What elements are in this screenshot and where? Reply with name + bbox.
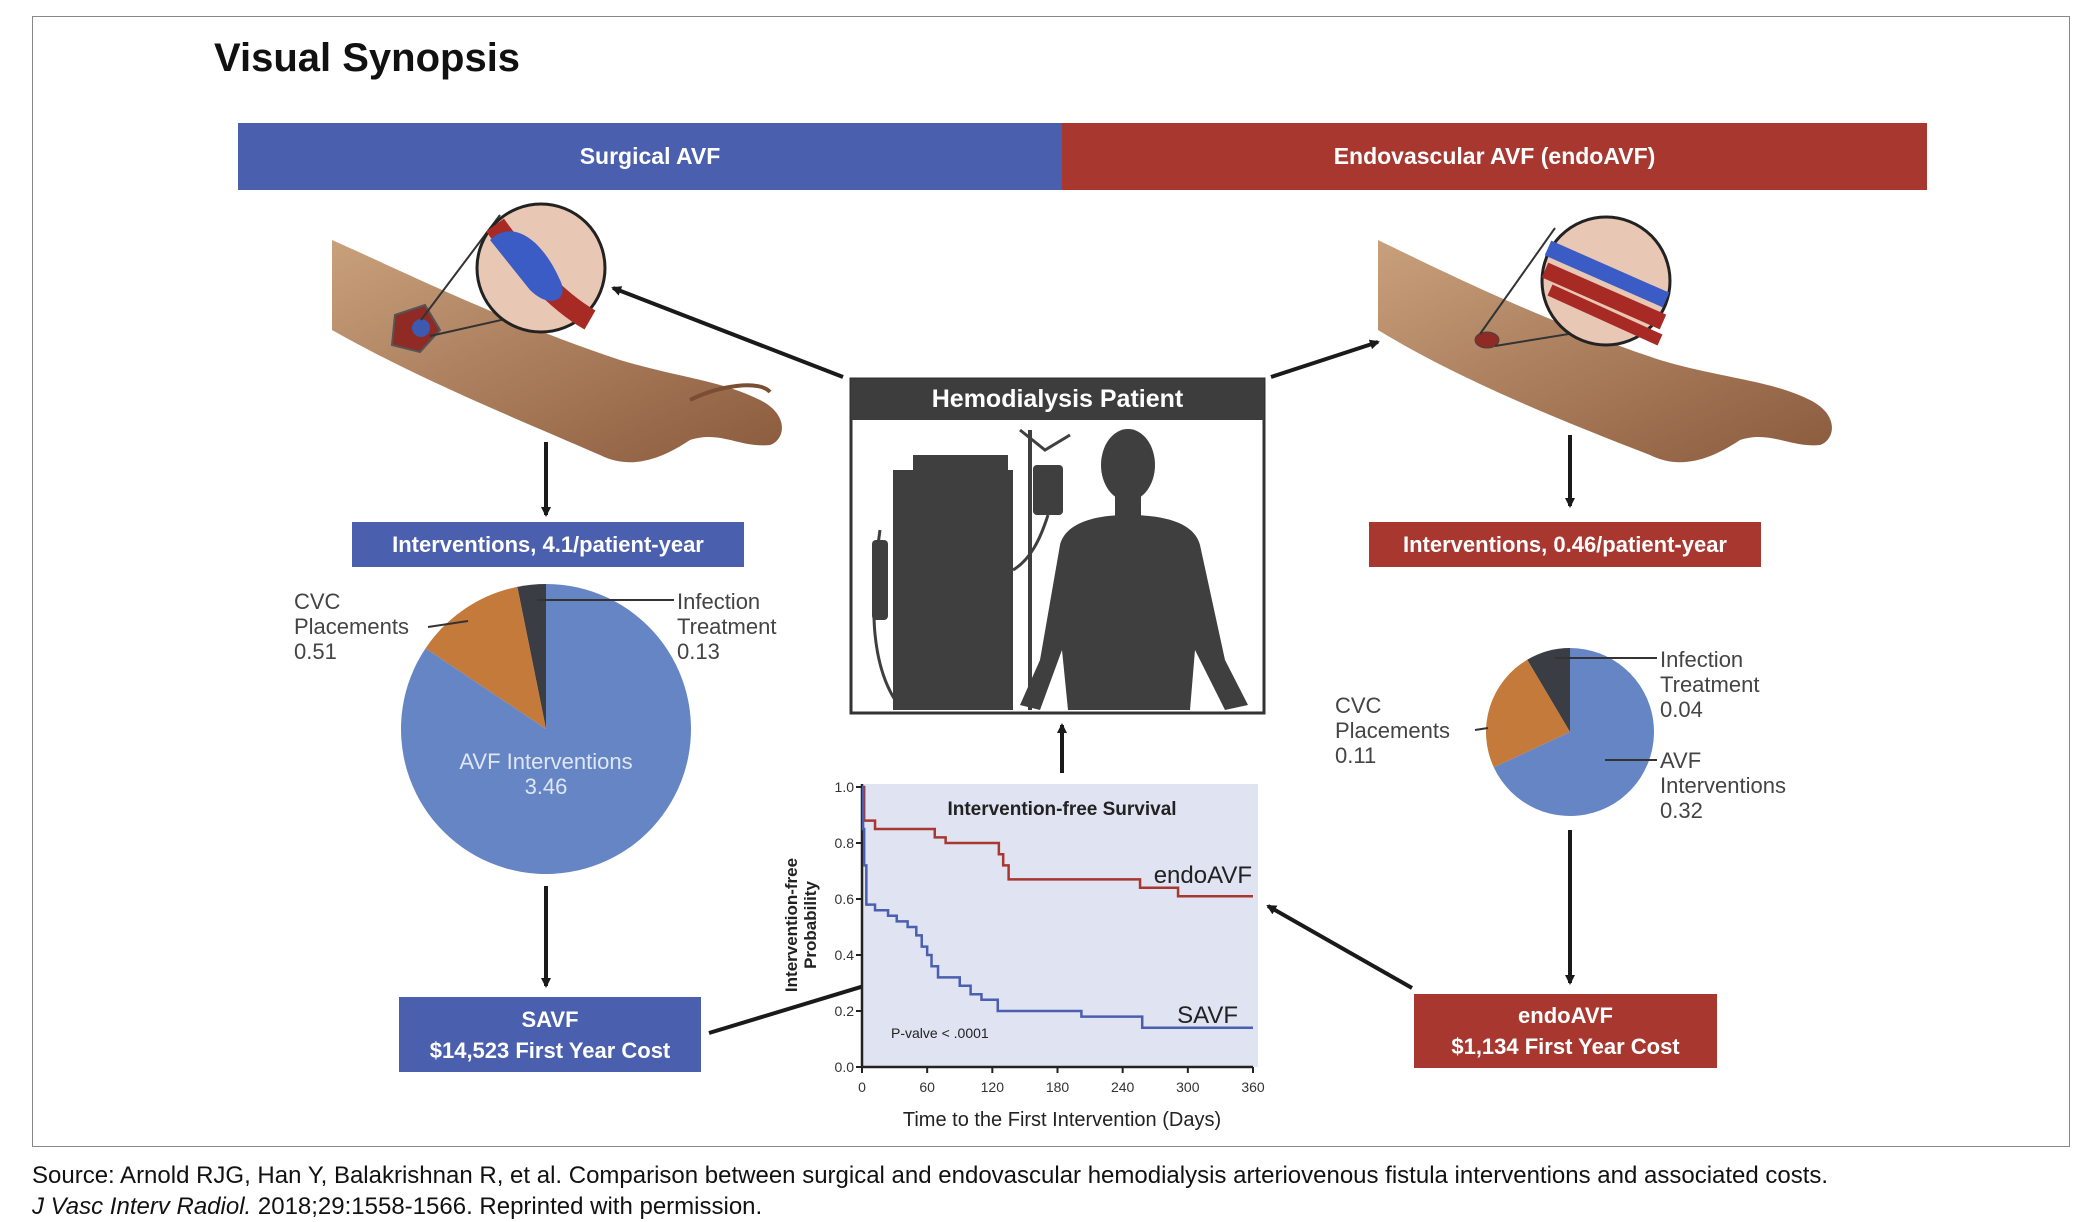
x-tick-label: 180 xyxy=(1046,1079,1070,1095)
surgical-interventions-rate: Interventions, 4.1/patient-year xyxy=(352,522,744,567)
series-label-savf: SAVF xyxy=(1177,1002,1238,1029)
savf-cost-box: SAVF $14,523 First Year Cost xyxy=(399,997,701,1072)
pie-slice-avf xyxy=(401,583,691,874)
citation-details: 2018;29:1558-1566. Reprinted with permis… xyxy=(251,1193,763,1220)
hemodialysis-patient-title: Hemodialysis Patient xyxy=(931,385,1184,413)
y-axis-label-line1: Intervention-free xyxy=(782,858,801,992)
x-tick-label: 360 xyxy=(1241,1079,1265,1095)
chart-plot-area xyxy=(862,784,1258,1067)
pie-chart-surgical xyxy=(401,583,691,874)
page-title: Visual Synopsis xyxy=(214,36,521,80)
endo-cost-box: endoAVF $1,134 First Year Cost xyxy=(1414,994,1717,1068)
pie-leader-line xyxy=(1474,727,1489,731)
arrow-to-endo-arm xyxy=(1270,339,1380,379)
pie-slice-avf xyxy=(1493,648,1654,817)
survival-chart: 0 60 120 180 240 300 360 0.0 0.2 0.4 0.6 0.8 1.0Inte… xyxy=(782,779,1265,1131)
patient-silhouette-icon xyxy=(1020,429,1248,710)
dialysis-machine-icon xyxy=(872,428,1071,710)
journal-name: J Vasc Interv Radiol. xyxy=(32,1193,252,1220)
y-tick-label: 0.0 xyxy=(835,1059,855,1075)
x-tick-label: 300 xyxy=(1176,1079,1200,1095)
figure-frame xyxy=(32,16,2070,1147)
arrow-to-surgical-arm xyxy=(611,286,844,379)
y-tick-label: 0.6 xyxy=(835,891,855,907)
header-surgical-avf: Surgical AVF xyxy=(238,123,1062,190)
x-tick-label: 240 xyxy=(1111,1079,1135,1095)
savf-cost-title: SAVF xyxy=(521,1006,579,1032)
series-line-endoavf xyxy=(862,785,1253,898)
surgical-avf-arm-illustration xyxy=(332,202,782,463)
flow-arrows xyxy=(541,286,1575,1035)
source-citation: Source: Arnold RJG, Han Y, Balakrishnan … xyxy=(32,1160,1828,1222)
endo-cost-value: $1,134 First Year Cost xyxy=(1451,1034,1680,1059)
series-line-savf xyxy=(861,785,1253,1030)
pie-slice-infection xyxy=(517,584,546,729)
p-value-annotation: P-valve < .0001 xyxy=(891,1025,989,1041)
x-axis-label: Time to the First Intervention (Days) xyxy=(903,1109,1221,1131)
savf-cost-value: $14,523 First Year Cost xyxy=(429,1037,671,1063)
y-tick-label: 0.2 xyxy=(835,1003,855,1019)
series-label-endoavf: endoAVF xyxy=(1154,862,1252,889)
endo-cost-title: endoAVF xyxy=(1518,1003,1613,1028)
arrow-endo-to-chart xyxy=(1266,904,1413,990)
hemodialysis-patient-panel xyxy=(849,377,1266,715)
pie-slice-cvc xyxy=(1486,659,1570,768)
y-tick-label: 1.0 xyxy=(835,779,855,795)
x-tick-label: 120 xyxy=(981,1079,1005,1095)
source-line: Source: Arnold RJG, Han Y, Balakrishnan … xyxy=(32,1162,1829,1189)
pie-slice-infection xyxy=(1527,648,1570,732)
x-tick-label: 0 xyxy=(858,1079,866,1095)
endo-avf-arm-illustration xyxy=(1378,215,1832,463)
pie-leader-line xyxy=(427,620,469,628)
endo-interventions-rate: Interventions, 0.46/patient-year xyxy=(1369,522,1761,567)
y-tick-label: 0.4 xyxy=(835,947,855,963)
pie-chart-endo xyxy=(1474,648,1657,817)
x-tick-label: 60 xyxy=(919,1079,935,1095)
y-tick-label: 0.8 xyxy=(835,835,855,851)
chart-title: Intervention-free Survival xyxy=(947,799,1176,820)
header-endo-avf: Endovascular AVF (endoAVF) xyxy=(1062,123,1927,190)
y-axis-label-line2: Probability xyxy=(801,881,820,969)
